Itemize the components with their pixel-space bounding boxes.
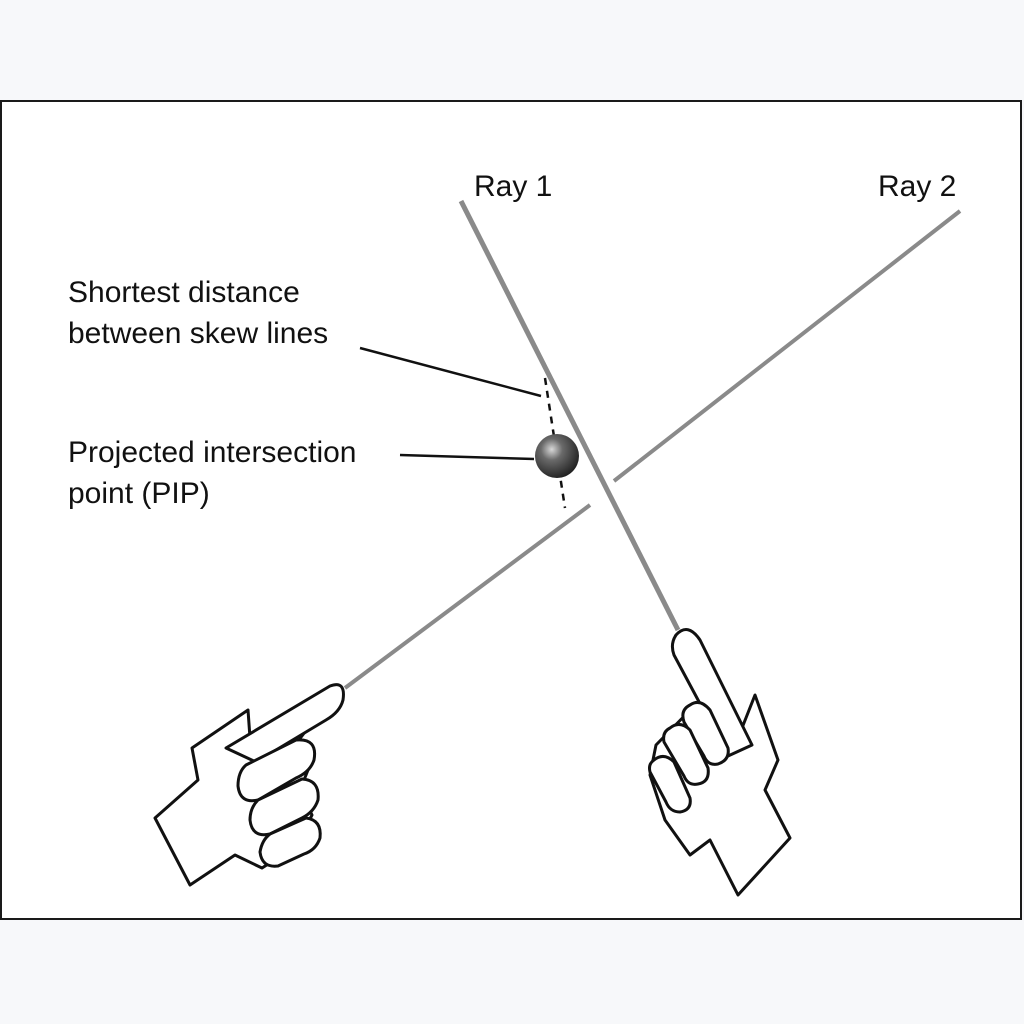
shortest-distance-leader <box>359 346 542 398</box>
ray-2-line-far <box>612 209 962 483</box>
ray-2-label: Ray 2 <box>878 170 956 203</box>
pip-label-line1: Projected intersection <box>68 436 357 469</box>
pip-leader <box>399 453 535 461</box>
figure-frame <box>0 100 1022 920</box>
shortest-distance-label-line2: between skew lines <box>68 317 328 350</box>
pip-label-line2: point (PIP) <box>68 477 210 510</box>
pointing-hand-right-icon <box>648 628 792 897</box>
shortest-distance-label-line1: Shortest distance <box>68 276 300 309</box>
pointing-hand-left-icon <box>153 683 345 887</box>
pip-sphere-icon <box>535 434 579 478</box>
ray-1-line <box>458 199 681 632</box>
ray-1-label: Ray 1 <box>474 170 552 203</box>
ray-2-line <box>343 503 592 690</box>
